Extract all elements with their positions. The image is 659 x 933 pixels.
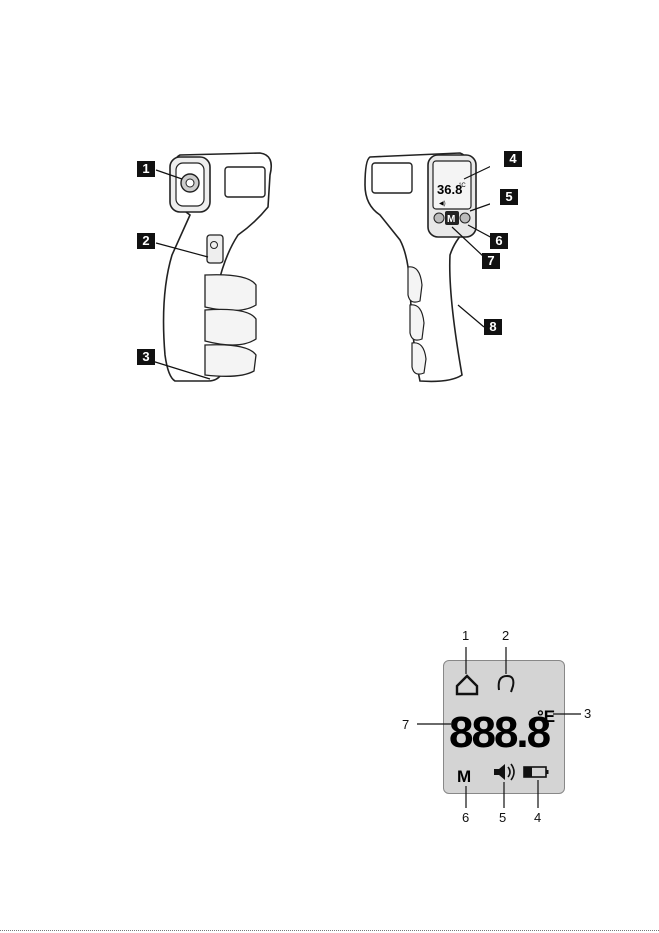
thermometer-back-view: 36.8 °C ◀) M (360, 145, 490, 385)
callout-8: 8 (484, 319, 502, 335)
lcd-contents: 888.8 °E M (395, 620, 615, 830)
callout-4: 4 (504, 151, 522, 167)
lcd-callout-3: 3 (584, 706, 591, 721)
callout-2: 2 (137, 233, 155, 249)
battery-icon (524, 767, 549, 777)
lcd-callout-2: 2 (502, 628, 509, 643)
callout-7: 7 (482, 253, 500, 269)
bottom-rule (0, 930, 659, 931)
callout-6: 6 (490, 233, 508, 249)
thermometer-side-view (130, 145, 330, 385)
lcd-callout-4: 4 (534, 810, 541, 825)
callout-5: 5 (500, 189, 518, 205)
front-screen-unit: °C (459, 183, 466, 189)
lcd-mode: M (457, 767, 471, 786)
lcd-digits: 888.8 (449, 708, 551, 757)
svg-text:◀): ◀) (439, 201, 446, 207)
lcd-callout-1: 1 (462, 628, 469, 643)
lcd-unit: °E (537, 707, 555, 726)
lcd-callout-7: 7 (402, 717, 409, 732)
right-button-icon (460, 213, 470, 223)
callout-3: 3 (137, 349, 155, 365)
left-button-icon (434, 213, 444, 223)
svg-text:M: M (447, 214, 455, 225)
home-icon (457, 676, 477, 694)
speaker-icon (494, 764, 514, 780)
lcd-callout-5: 5 (499, 810, 506, 825)
lcd-callout-6: 6 (462, 810, 469, 825)
callout-1: 1 (137, 161, 155, 177)
face-icon (499, 676, 514, 692)
